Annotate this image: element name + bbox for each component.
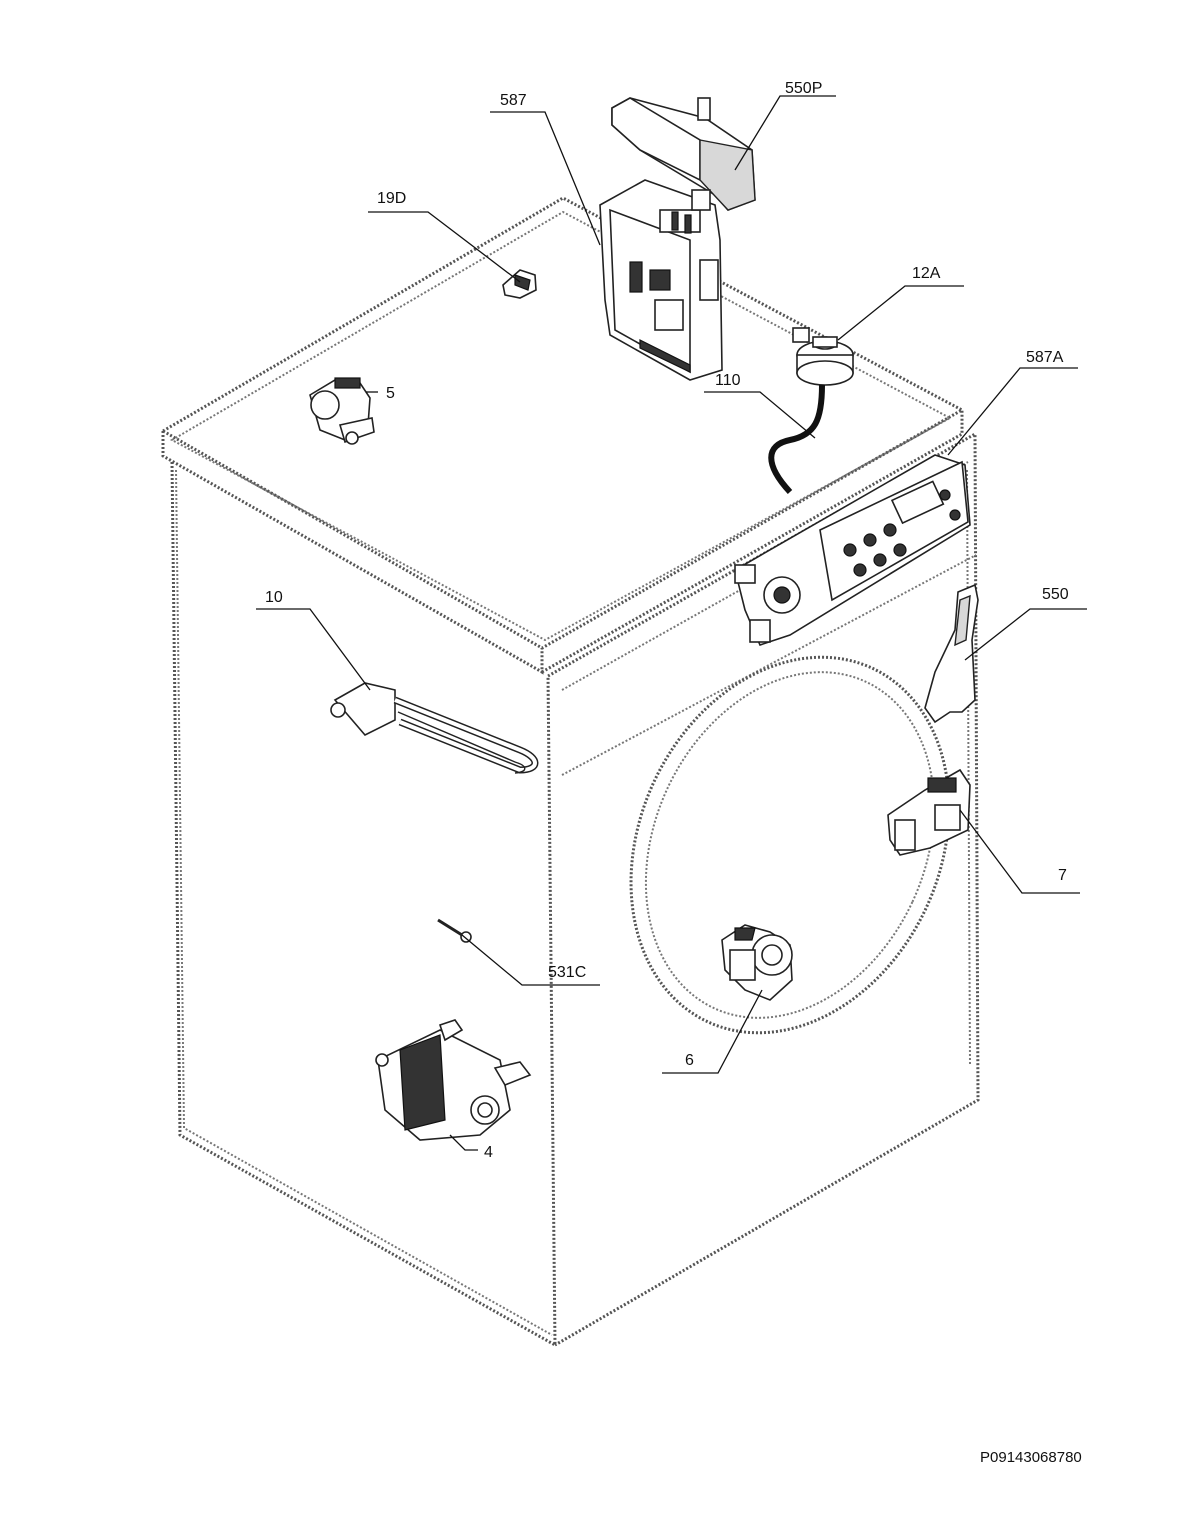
- label-19D: 19D: [377, 190, 406, 207]
- part-12A-pressure-switch: [792, 327, 854, 386]
- label-5: 5: [386, 385, 395, 402]
- part-531C-screw: [437, 918, 472, 943]
- part-5-inlet-valve: [309, 377, 375, 445]
- part-10-heating-element: [330, 682, 539, 774]
- part-587-electronic-module: [599, 179, 723, 381]
- leader-lines: [256, 95, 1087, 1151]
- label-6: 6: [685, 1052, 694, 1069]
- label-12A: 12A: [912, 265, 941, 282]
- part-4-motor: [375, 1019, 532, 1141]
- drawing-number: P09143068780: [980, 1449, 1082, 1466]
- label-10: 10: [265, 589, 283, 606]
- label-7: 7: [1058, 867, 1067, 884]
- part-550-door-handle: [924, 583, 979, 724]
- part-550P-cover: [611, 97, 756, 211]
- part-19D-clip: [502, 269, 537, 299]
- part-labels: 587 550P 19D 12A 5 110 587A 10 550 7 531…: [265, 80, 1069, 1161]
- label-531C: 531C: [548, 964, 586, 981]
- washer-cabinet: [160, 196, 980, 1348]
- part-7-door-lock: [887, 768, 971, 856]
- label-550: 550: [1042, 586, 1069, 603]
- label-550P: 550P: [785, 80, 822, 97]
- label-587A: 587A: [1026, 349, 1064, 366]
- part-6-drain-pump: [721, 924, 793, 1001]
- part-110-hose: [768, 384, 825, 495]
- label-4: 4: [484, 1144, 493, 1161]
- label-110: 110: [715, 372, 741, 389]
- part-587A-control-panel: [734, 454, 971, 646]
- label-587: 587: [500, 92, 527, 109]
